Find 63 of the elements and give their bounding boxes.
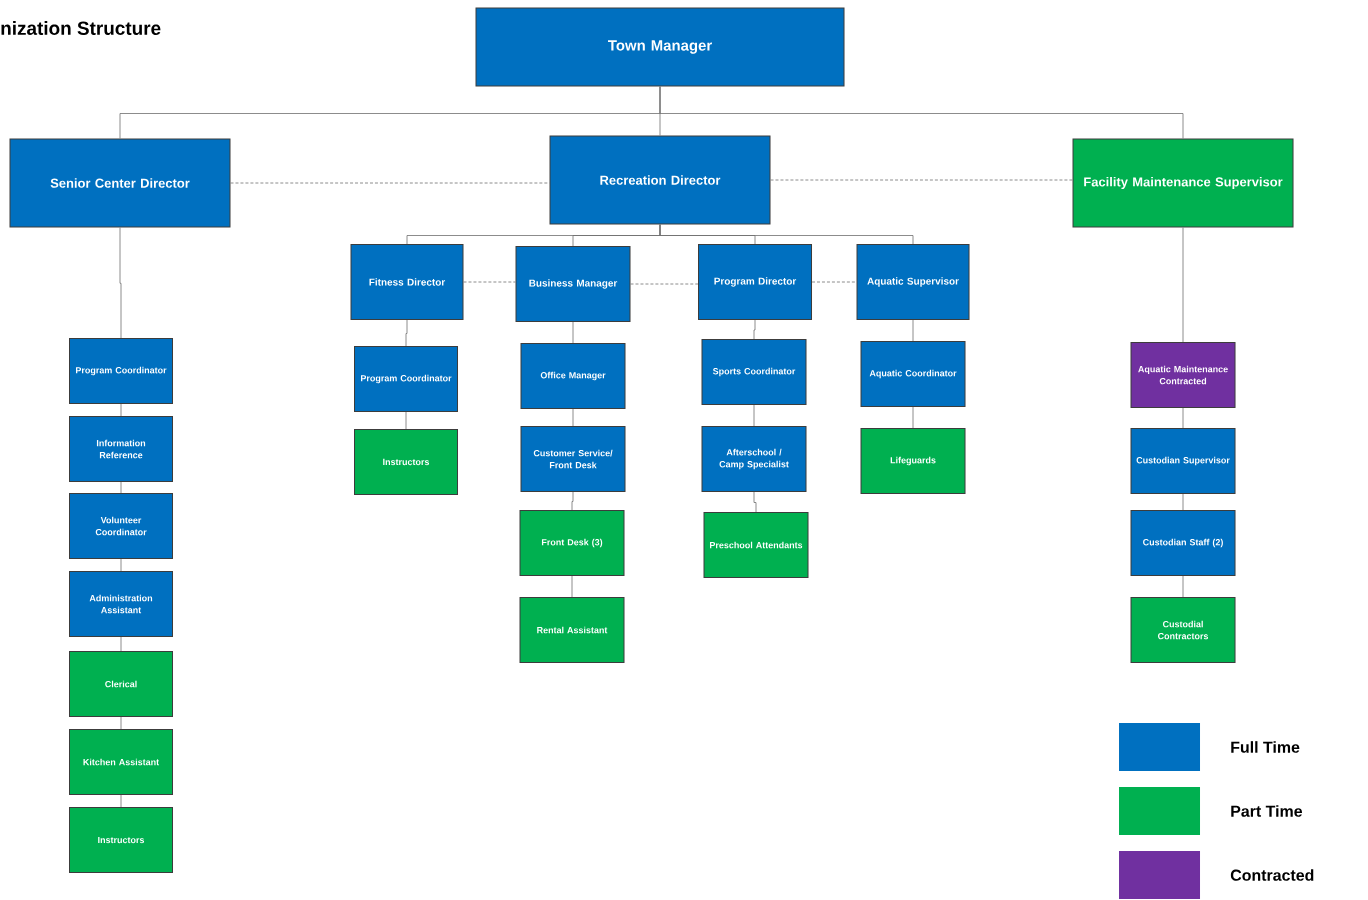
connector-line <box>1182 407 1184 429</box>
chart-title: nization Structure <box>1 21 161 35</box>
position-box: Aquatic Coordinator <box>860 341 966 407</box>
connector-line <box>120 403 122 417</box>
connector-line <box>811 281 857 283</box>
connector-line <box>912 406 914 429</box>
position-box: Program Coordinator <box>69 338 173 404</box>
position-box: Aquatic Supervisor <box>856 244 970 320</box>
position-box: Facility Maintenance Supervisor <box>1072 138 1294 228</box>
connector-line <box>630 283 699 285</box>
legend-label: Full Time <box>1231 741 1300 753</box>
connector-line <box>119 227 122 339</box>
position-box: Volunteer Coordinator <box>69 493 173 559</box>
position-box: Office Manager <box>520 343 626 409</box>
connector-line <box>659 86 1184 139</box>
position-box: Instructors <box>354 429 458 495</box>
position-box: Lifeguards <box>860 428 966 494</box>
position-box: Administration Assistant <box>69 571 173 637</box>
connector-line <box>120 558 122 572</box>
connector-line <box>405 319 408 347</box>
connector-line <box>120 794 122 808</box>
position-box: Customer Service/ Front Desk <box>520 426 626 492</box>
connector-line <box>120 636 122 652</box>
position-box: Front Desk (3) <box>519 510 625 576</box>
position-box: Kitchen Assistant <box>69 729 173 795</box>
position-box: Clerical <box>69 651 173 717</box>
connector-line <box>120 481 122 494</box>
position-box: Preschool Attendants <box>703 512 809 578</box>
connector-line <box>120 716 122 730</box>
position-box: Aquatic Maintenance Contracted <box>1130 342 1236 408</box>
connector-line <box>572 321 574 344</box>
connector-line <box>1182 575 1184 598</box>
legend-label: Part Time <box>1231 805 1302 817</box>
connector-line <box>1182 493 1184 511</box>
connector-line <box>753 404 755 427</box>
position-box: Town Manager <box>475 7 845 87</box>
position-box: Custodial Contractors <box>1130 597 1236 663</box>
connector-line <box>571 491 574 511</box>
connector-line <box>571 575 573 598</box>
position-box: Sports Coordinator <box>701 339 807 405</box>
position-box: Instructors <box>69 807 173 873</box>
position-box: Recreation Director <box>549 135 771 225</box>
legend-label: Contracted <box>1230 869 1314 881</box>
position-box: Custodian Staff (2) <box>1130 510 1236 576</box>
connector-line <box>405 411 407 430</box>
connector-line <box>912 319 914 342</box>
position-box: Program Coordinator <box>354 346 458 412</box>
connector-line <box>230 182 550 184</box>
position-box: Information Reference <box>69 416 173 482</box>
position-box: Afterschool / Camp Specialist <box>701 426 807 492</box>
position-box: Senior Center Director <box>9 138 231 228</box>
connector-line <box>753 319 756 340</box>
position-box: Business Manager <box>515 246 631 322</box>
connector-line <box>753 491 757 513</box>
connector-line <box>572 408 574 427</box>
connector-line <box>1182 227 1184 343</box>
position-box: Fitness Director <box>350 244 464 320</box>
connector-line <box>770 179 1073 181</box>
connector-line <box>463 281 516 283</box>
position-box: Rental Assistant <box>519 597 625 663</box>
connector-line <box>659 224 914 245</box>
position-box: Custodian Supervisor <box>1130 428 1236 494</box>
position-box: Program Director <box>698 244 812 320</box>
